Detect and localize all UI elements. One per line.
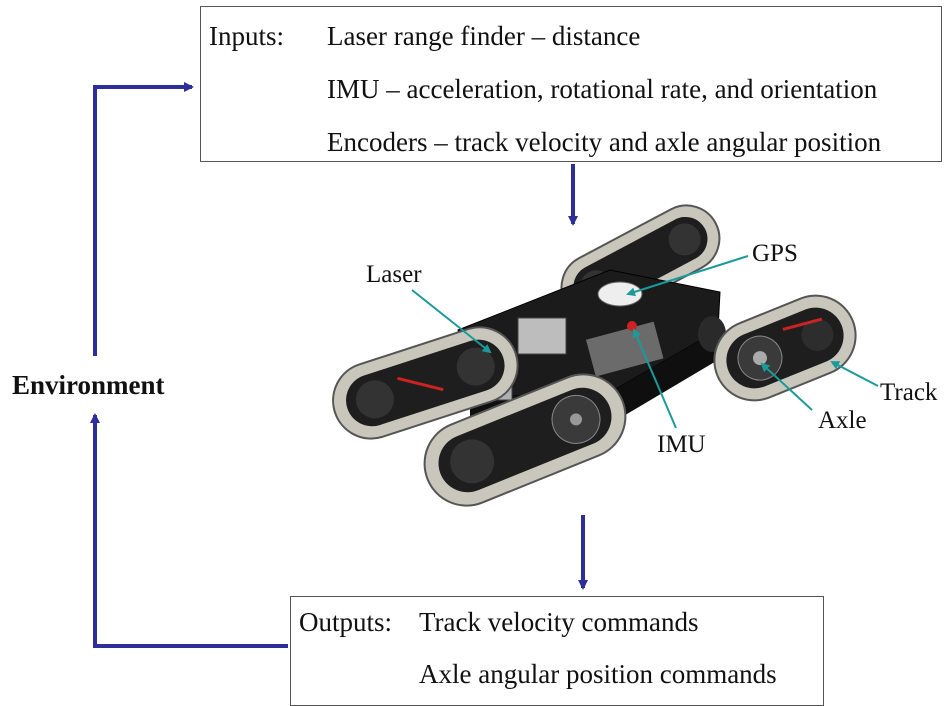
input-imu: IMU – acceleration, rotational rate, and… [327, 74, 878, 104]
environment-label: Environment [12, 370, 165, 400]
track-front-right [423, 373, 627, 507]
track-right [713, 294, 857, 402]
label-leaders [411, 255, 879, 429]
label-laser: Laser [366, 261, 422, 288]
leader-track [830, 361, 879, 387]
feedback-loop-arrows [90, 82, 588, 648]
input-encoders: Encoders – track velocity and axle angul… [327, 127, 882, 157]
inputs-box: Inputs: Laser range finder – distance IM… [200, 6, 942, 162]
imu-module [627, 321, 637, 331]
outputs-heading: Outputs: [299, 607, 393, 637]
leader-laser [411, 289, 492, 354]
label-axle: Axle [818, 407, 867, 434]
inputs-heading: Inputs: [209, 21, 285, 51]
output-track-velocity: Track velocity commands [419, 607, 699, 637]
label-imu: IMU [657, 431, 706, 458]
leader-imu [632, 328, 677, 429]
robot-illustration [332, 204, 857, 507]
arrow-env-to-inputs [93, 82, 194, 356]
gps-module [597, 281, 643, 307]
label-gps: GPS [752, 240, 798, 267]
arrow-outputs-to-env [90, 413, 288, 648]
outputs-box: Outputs: Track velocity commands Axle an… [290, 596, 824, 706]
leader-axle [760, 362, 813, 411]
output-axle-position: Axle angular position commands [419, 659, 777, 689]
input-laser: Laser range finder – distance [327, 21, 641, 51]
leader-gps [626, 255, 749, 297]
label-track: Track [880, 379, 938, 406]
track-front-left [332, 326, 519, 440]
